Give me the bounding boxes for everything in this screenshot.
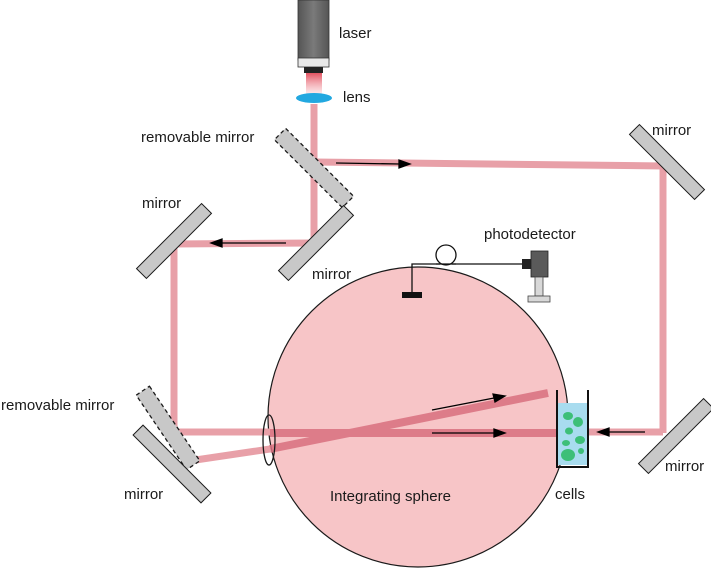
arrow-into-cuvette (596, 427, 645, 437)
label-removable-mirror-top: removable mirror (141, 129, 254, 146)
label-mirror-left-upper: mirror (142, 195, 181, 212)
label-lens: lens (343, 89, 371, 106)
arrow-sphere-horizontal (432, 428, 507, 438)
sphere-beams (269, 389, 560, 453)
beam-top-horizontal (313, 158, 666, 170)
laser-icon (297, 0, 330, 73)
label-mirror-top-right: mirror (652, 122, 691, 139)
cuvette-icon (556, 390, 589, 468)
mirror-bottom-left-icon (132, 424, 212, 504)
arrow-sphere-diagonal (431, 393, 507, 411)
removable-mirror-bottom-icon (135, 385, 201, 471)
photodetector-fiber (411, 244, 522, 293)
removable-mirror-top-icon (273, 127, 355, 209)
mirror-center-icon (277, 204, 355, 282)
arrow-left (209, 238, 286, 248)
sphere-fiber-port (402, 292, 422, 298)
label-laser: laser (339, 25, 372, 42)
beam-arrows (209, 159, 645, 438)
label-cells: cells (555, 486, 585, 503)
label-photodetector: photodetector (484, 226, 576, 243)
arrow-top-right (335, 159, 412, 169)
label-mirror-center: mirror (312, 266, 351, 283)
photodetector-icon (522, 250, 551, 303)
sphere-port (262, 414, 276, 466)
mirror-left-upper-icon (135, 202, 213, 280)
label-mirror-bottom-left: mirror (124, 486, 163, 503)
label-mirror-bottom-right: mirror (665, 458, 704, 475)
mirror-top-right-icon (628, 123, 706, 201)
label-integrating-sphere: Integrating sphere (330, 488, 451, 505)
mirror-bottom-right-icon (637, 397, 711, 475)
laser-glow (306, 73, 322, 95)
lens-icon (296, 93, 332, 103)
label-removable-mirror-bottom: removable mirror (1, 397, 114, 414)
